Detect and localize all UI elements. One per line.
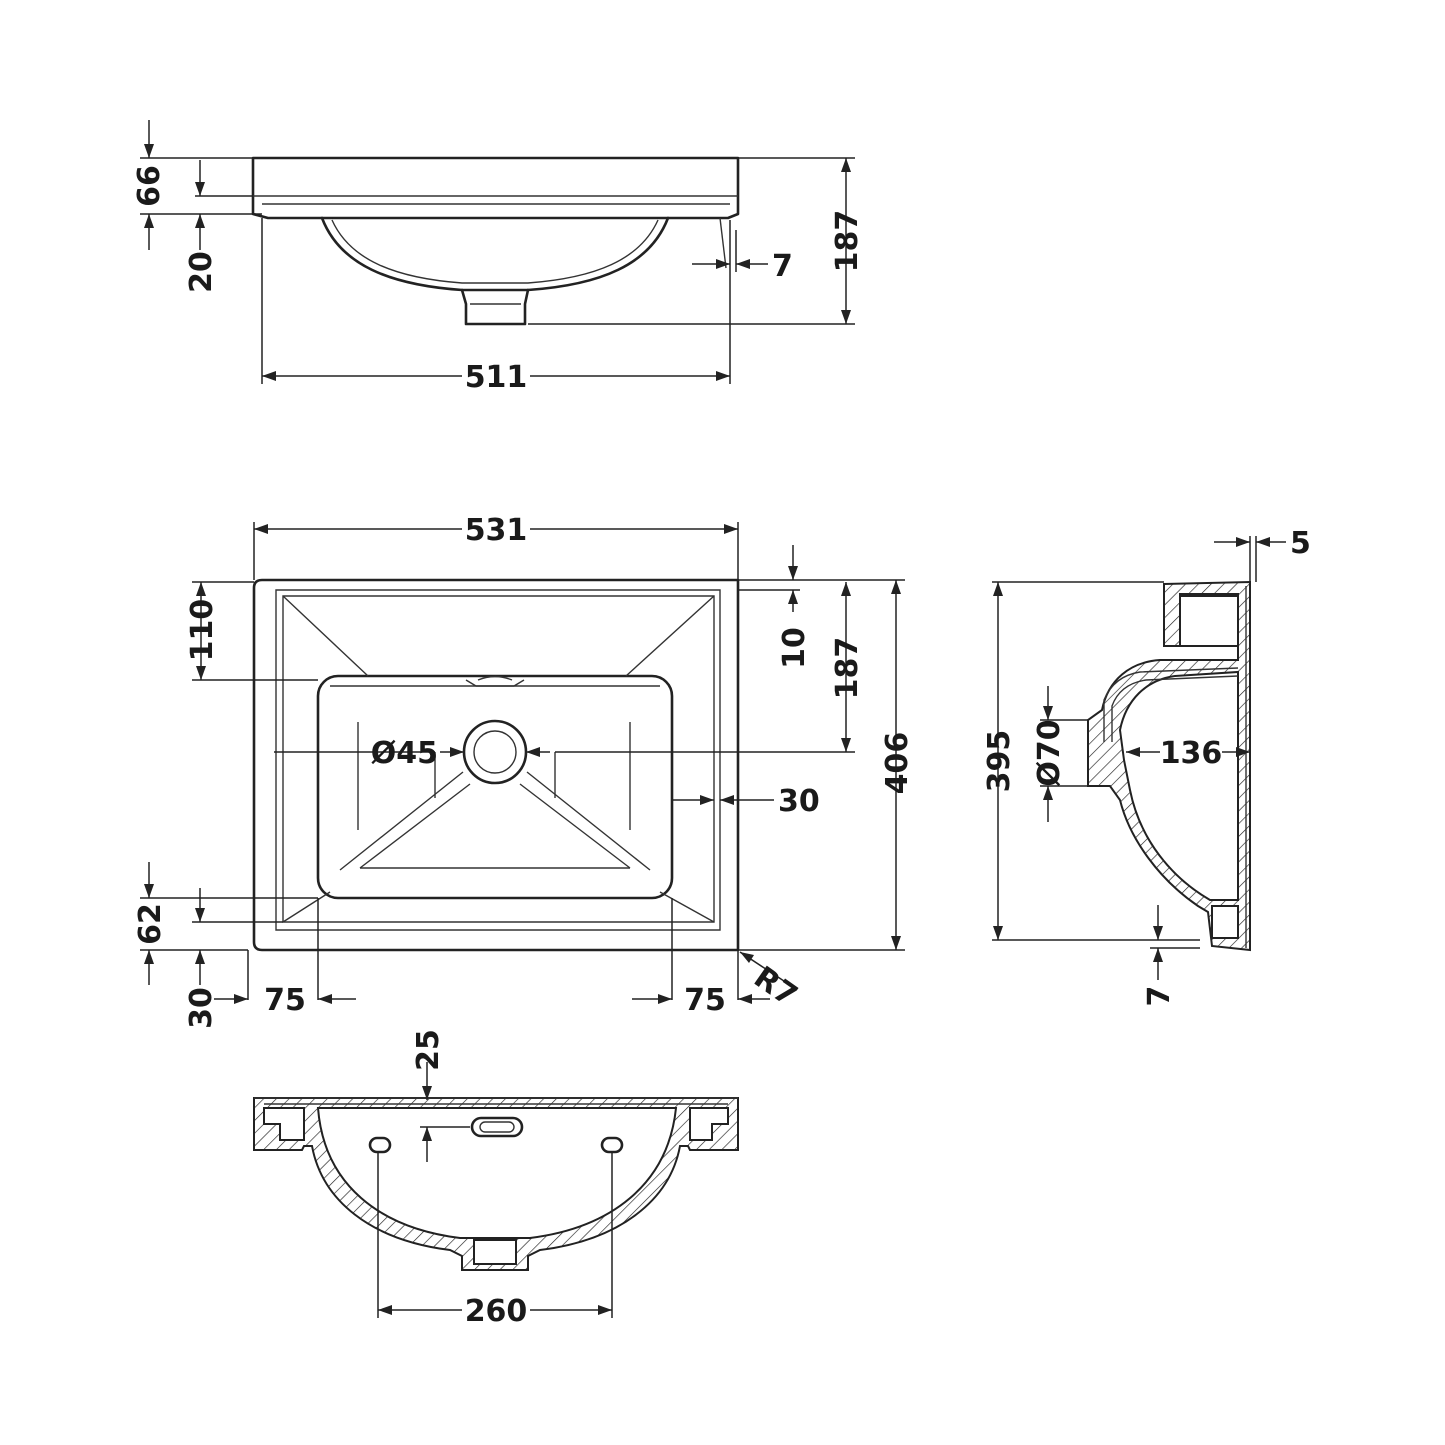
dim-511-label: 511 (465, 360, 528, 395)
dim-75-left-label: 75 (264, 983, 306, 1018)
dim-30-bottom: 30 (184, 888, 219, 1029)
dim-waste-diameter: Ø45 (371, 736, 550, 771)
plan-view-outline (252, 578, 740, 952)
dim-30-inset-label: 30 (778, 784, 820, 819)
dim-110: 110 (185, 582, 220, 680)
dim-110-label: 110 (185, 599, 220, 662)
dim-radius: R7 (739, 951, 804, 1014)
dim-187-front-label: 187 (830, 210, 865, 273)
dim-531-label: 531 (465, 513, 528, 548)
dim-overflow-diameter-label: Ø70 (1032, 719, 1067, 786)
dim-136-label: 136 (1160, 736, 1223, 771)
dim-75-right-label: 75 (684, 983, 726, 1018)
dim-531: 531 (254, 513, 738, 548)
front-view-outline (251, 156, 740, 326)
section-view-extension-lines (377, 1126, 613, 1318)
dim-7-front: 7 (692, 249, 793, 284)
dim-187-front: 187 (830, 158, 865, 324)
dim-30-bottom-label: 30 (184, 987, 219, 1029)
dim-10: 10 (777, 545, 812, 669)
dim-5-side: 5 (1214, 526, 1311, 561)
front-view-extension-lines (140, 157, 855, 384)
dim-25-label: 25 (411, 1029, 446, 1071)
dim-20: 20 (184, 160, 219, 293)
front-view: 66 20 187 7 (132, 120, 865, 395)
dim-395: 395 (982, 582, 1017, 940)
dim-20-label: 20 (184, 251, 219, 293)
dim-waste-diameter-label: Ø45 (371, 736, 438, 771)
plan-view: 531 110 10 187 (133, 513, 915, 1029)
dim-75-left: 75 (214, 983, 356, 1018)
dim-66-label: 66 (132, 165, 167, 207)
dim-7-side: 7 (1142, 905, 1177, 1006)
dim-25: 25 (411, 1029, 446, 1162)
dim-radius-label: R7 (747, 960, 803, 1014)
section-view-outline (253, 1097, 739, 1271)
dim-62-label: 62 (133, 903, 168, 945)
dim-5-side-label: 5 (1290, 526, 1311, 561)
dim-406-label: 406 (880, 732, 915, 795)
dim-260-label: 260 (465, 1294, 528, 1329)
dim-66: 66 (132, 120, 167, 250)
dim-75-right: 75 (632, 983, 770, 1018)
plan-view-extension-lines (140, 522, 905, 1000)
section-view: 25 260 (253, 1029, 739, 1329)
dim-187-plan: 187 (830, 582, 865, 752)
dim-30-inset: 30 (672, 784, 820, 819)
side-view-outline (1087, 580, 1251, 952)
dim-395-label: 395 (982, 730, 1017, 793)
dim-260: 260 (378, 1294, 612, 1329)
dim-187-plan-label: 187 (830, 637, 865, 700)
dim-136: 136 (1126, 736, 1250, 771)
dim-406: 406 (880, 580, 915, 950)
dim-10-label: 10 (777, 627, 812, 669)
dim-7-front-label: 7 (772, 249, 793, 284)
dim-overflow-diameter: Ø70 (1032, 686, 1067, 822)
dim-511: 511 (262, 360, 730, 395)
dim-62: 62 (133, 862, 168, 985)
side-view: 5 395 Ø70 136 (982, 526, 1311, 1006)
dim-7-side-label: 7 (1142, 986, 1177, 1007)
